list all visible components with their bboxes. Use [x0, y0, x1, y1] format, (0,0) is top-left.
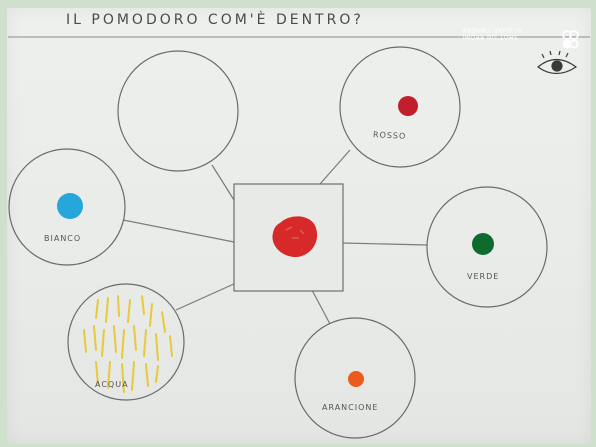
- orange-dot: [348, 371, 364, 387]
- tomato-drawing: [272, 216, 318, 258]
- red-dot: [398, 96, 418, 116]
- watermark-line-1: SHOT ON REDMI: [462, 33, 518, 40]
- circle-top-left: [117, 50, 239, 172]
- label-left: BIANCO: [44, 234, 82, 243]
- label-right: VERDE: [467, 272, 500, 281]
- circle-top-right: [339, 46, 461, 168]
- circle-bottom-right: [294, 317, 416, 439]
- connector-left: [122, 219, 235, 243]
- circle-right: [426, 186, 548, 308]
- connector-right: [342, 242, 428, 246]
- camera-logo-icon: [562, 30, 579, 49]
- watermark-line-2: AI QUAD CAMERA: [462, 26, 522, 33]
- tomato-scribble: [285, 226, 305, 239]
- connector-top-left: [211, 164, 235, 201]
- green-dot: [472, 233, 494, 255]
- connectors: [122, 149, 428, 325]
- eye-icon: [537, 50, 578, 75]
- connector-bottom-right: [311, 289, 331, 325]
- connector-bottom-left: [175, 282, 237, 311]
- label-bottom-right: ARANCIONE: [322, 403, 379, 412]
- blue-dot: [57, 193, 83, 219]
- circle-left: [8, 148, 126, 266]
- yellow-strokes: [83, 295, 173, 393]
- label-bottom-left: ACQUA: [95, 380, 129, 389]
- connector-top-right: [319, 149, 351, 185]
- camera-watermark: SHOT ON REDMI AI QUAD CAMERA: [462, 26, 522, 40]
- page-title: IL POMODORO COM'È DENTRO?: [66, 12, 364, 28]
- circle-bottom-left: [67, 283, 185, 401]
- label-top-right: ROSSO: [372, 130, 407, 141]
